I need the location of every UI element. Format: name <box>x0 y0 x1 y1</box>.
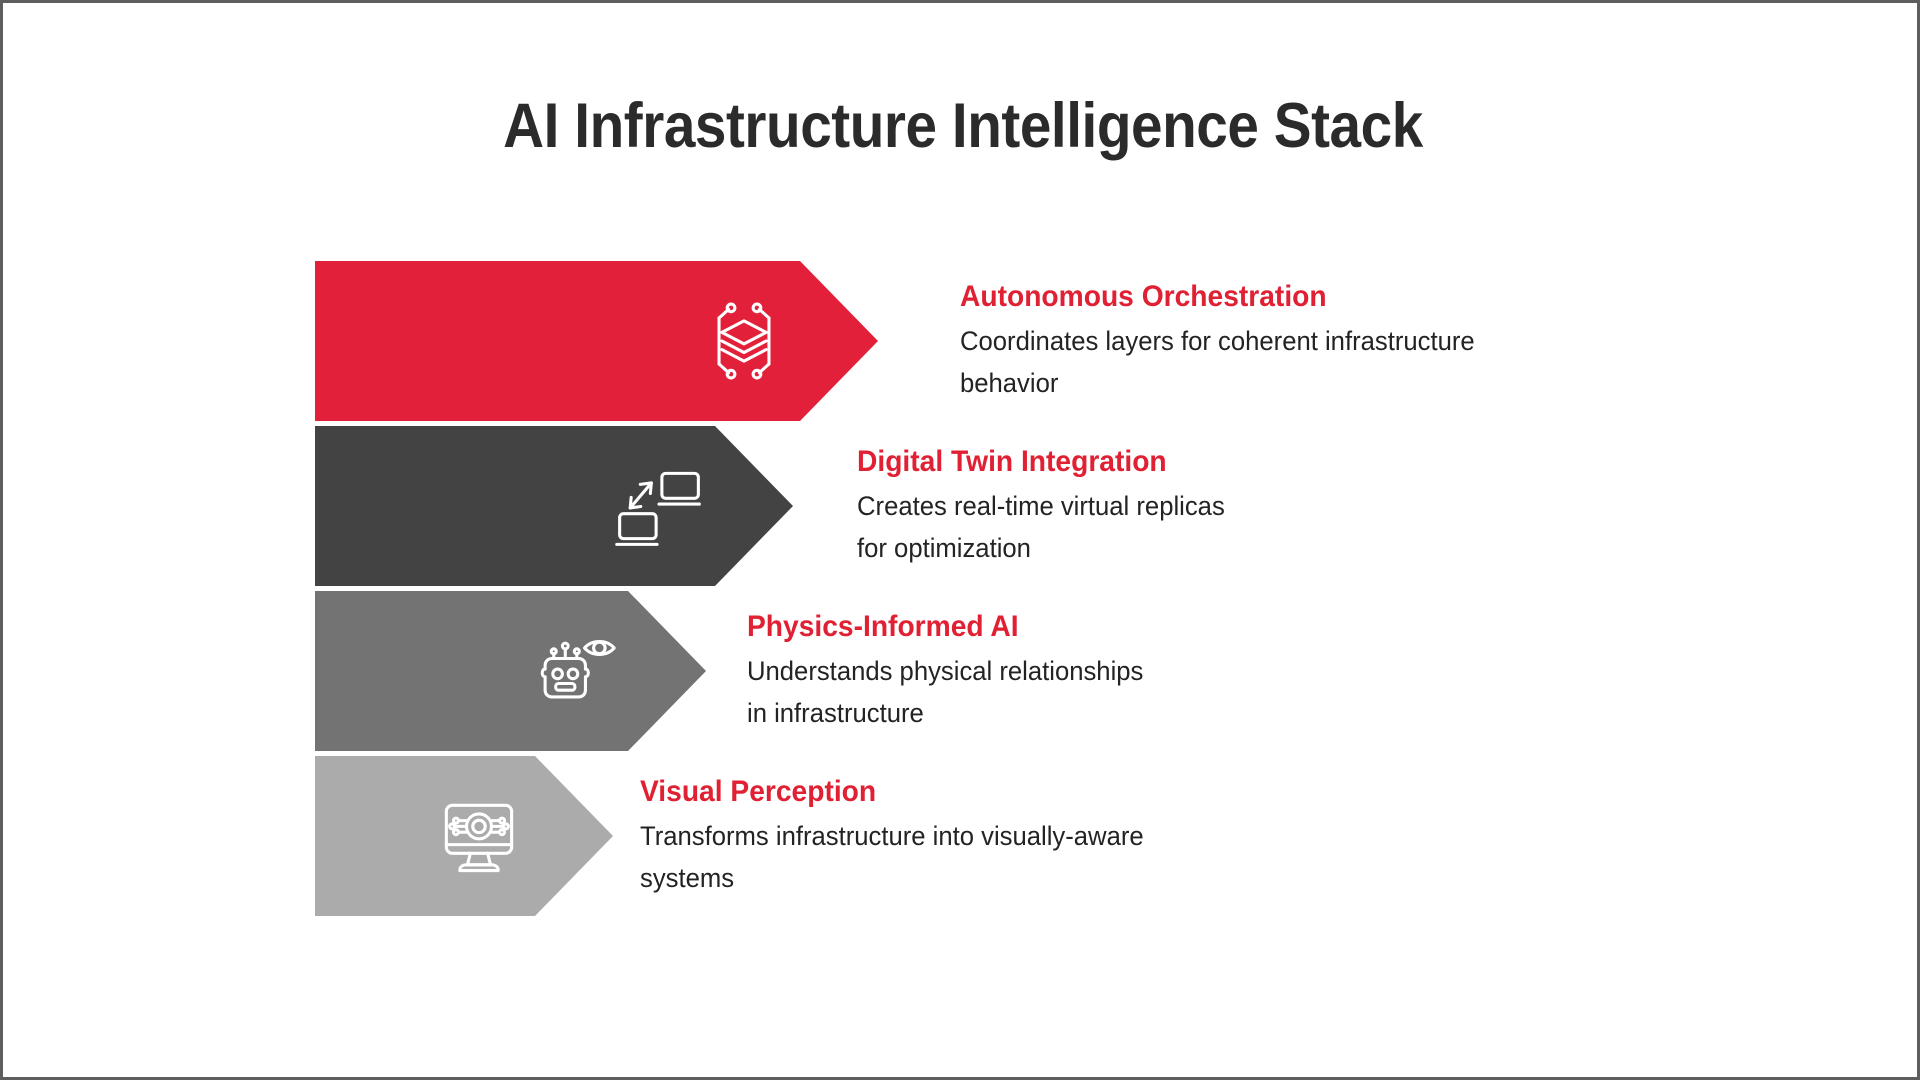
robot-eye-icon <box>524 623 620 719</box>
monitor-vision-icon <box>431 788 527 884</box>
row-description: Coordinates layers for coherent infrastr… <box>960 320 1475 404</box>
row-description-line: Understands physical relationships <box>747 655 1144 686</box>
stack-band-4 <box>315 756 613 916</box>
stack-copy-4: Visual Perception Transforms infrastruct… <box>640 756 1170 916</box>
row-description: Understands physical relationships in in… <box>747 650 1143 734</box>
stack-row: Visual Perception Transforms infrastruct… <box>3 756 1920 916</box>
row-description-line: behavior <box>960 367 1059 398</box>
dual-screen-sync-icon <box>611 458 707 554</box>
stack-row: Physics-Informed AI Understands physical… <box>3 591 1920 751</box>
row-description-line: Coordinates layers for coherent infrastr… <box>960 325 1475 356</box>
row-description-line: Transforms infrastructure into visually-… <box>640 820 1144 851</box>
row-description-line: systems <box>640 862 735 893</box>
row-description: Transforms infrastructure into visually-… <box>640 815 1144 899</box>
row-heading: Autonomous Orchestration <box>960 279 1327 313</box>
stack-copy-2: Digital Twin Integration Creates real-ti… <box>857 426 1244 586</box>
page-title: AI Infrastructure Intelligence Stack <box>503 91 1423 162</box>
row-description-line: in infrastructure <box>747 697 924 728</box>
row-description-line: Creates real-time virtual replicas <box>857 490 1225 521</box>
stack-band-2 <box>315 426 793 586</box>
stack-row: Autonomous Orchestration Coordinates lay… <box>3 261 1920 421</box>
row-description: Creates real-time virtual replicas for o… <box>857 485 1225 569</box>
row-description-line: for optimization <box>857 532 1031 563</box>
row-heading: Physics-Informed AI <box>747 609 1019 643</box>
stack-copy-1: Autonomous Orchestration Coordinates lay… <box>960 261 1502 421</box>
stack-diagram: Autonomous Orchestration Coordinates lay… <box>3 261 1920 916</box>
row-heading: Digital Twin Integration <box>857 444 1167 478</box>
stack-band-3 <box>315 591 706 751</box>
row-heading: Visual Perception <box>640 774 877 808</box>
stack-band-1 <box>315 261 878 421</box>
layers-circuit-icon <box>696 293 792 389</box>
stack-copy-3: Physics-Informed AI Understands physical… <box>747 591 1164 751</box>
stack-row: Digital Twin Integration Creates real-ti… <box>3 426 1920 586</box>
